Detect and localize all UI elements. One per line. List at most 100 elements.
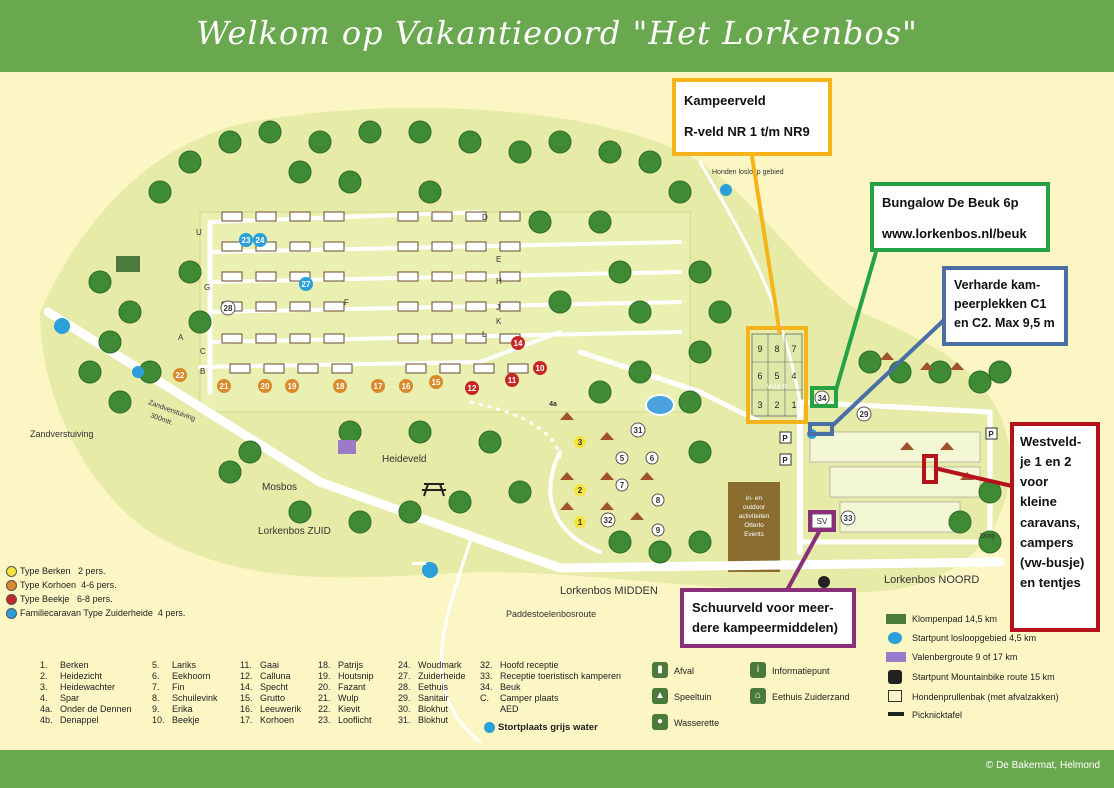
legend-type-korhoen: Type Korhoen 4-6 pers. xyxy=(20,580,117,590)
copyright-credit: © De Bakermat, Helmond xyxy=(985,760,1100,771)
legend-dot-berken xyxy=(6,566,17,577)
legend-name-number: 28. xyxy=(398,682,411,692)
stortplaats-dot xyxy=(484,722,495,733)
marker-21-label: 21 xyxy=(220,382,229,391)
marker-12-label: 12 xyxy=(468,384,477,393)
callout-bungalow-url[interactable]: www.lorkenbos.nl/beuk xyxy=(882,225,1027,241)
callout-bungalow: Bungalow De Beuk 6p www.lorkenbos.nl/beu… xyxy=(870,182,1050,252)
tree xyxy=(178,150,202,174)
callout-westveld-line7: (vw-busje) xyxy=(1020,554,1085,570)
houses xyxy=(221,211,974,520)
legend-name-number: 16. xyxy=(240,704,253,714)
tree xyxy=(648,540,672,564)
veld-r-pitch-5: 5 xyxy=(774,371,779,381)
callout-westveld-line5: caravans, xyxy=(1020,514,1080,530)
klompenpad-legend-icon xyxy=(886,614,906,624)
marker-15 xyxy=(429,375,443,389)
legend-type-zuiderheide: Familiecaravan Type Zuiderheide 4 pers. xyxy=(20,608,186,618)
callout-verhard-line1: Verharde kam- xyxy=(954,278,1041,292)
bungalow-house xyxy=(431,211,453,222)
callout-westveld-line8: en tentjes xyxy=(1020,574,1081,590)
legend-name-number: 32. xyxy=(480,660,493,670)
tree xyxy=(288,160,312,184)
lodge-house xyxy=(560,502,574,510)
label-dorp: Dorp xyxy=(980,533,995,540)
legend-name-number: 8. xyxy=(152,693,160,703)
connector-verhard xyxy=(830,318,946,428)
label-lorkenbos-zuid: Lorkenbos ZUID xyxy=(258,526,331,537)
bungalow-house xyxy=(263,363,285,374)
row-letter-e: E xyxy=(496,255,501,264)
activity-text-5: Events xyxy=(744,531,765,538)
legend-name-label: Fazant xyxy=(338,682,366,692)
marker-11 xyxy=(505,373,519,387)
bungalow-house xyxy=(397,271,419,282)
marker-27 xyxy=(299,277,313,291)
bungalow-house xyxy=(465,211,487,222)
tree xyxy=(598,140,622,164)
bungalow-house xyxy=(431,271,453,282)
marker-21 xyxy=(217,379,231,393)
row-letter-f: F xyxy=(344,298,349,307)
mountainbike-start-icon xyxy=(818,576,830,588)
row-letter-d: D xyxy=(482,213,488,222)
legend-name-number: 22. xyxy=(318,704,331,714)
marker-17 xyxy=(371,379,385,393)
legend-route-losloop: Startpunt losloopgebied 4,5 km xyxy=(912,633,1037,643)
marker-18 xyxy=(333,379,347,393)
veld-r-pitch-1: 1 xyxy=(791,400,796,410)
callout-verhard: Verharde kam- peerplekken C1 en C2. Max … xyxy=(942,266,1068,346)
marker-8 xyxy=(651,493,665,507)
marker-19-label: 19 xyxy=(288,382,297,391)
legend-name-label: Camper plaats xyxy=(500,693,559,703)
legend-name-label: Blokhut xyxy=(418,704,449,714)
legend-name-number: 20. xyxy=(318,682,331,692)
row-letter-c: C xyxy=(200,347,206,356)
legend-name-number: 12. xyxy=(240,671,253,681)
tree xyxy=(688,340,712,364)
lodge-house xyxy=(600,472,614,480)
marker-18-label: 18 xyxy=(336,382,345,391)
legend-speeltuin: Speeltuin xyxy=(674,692,712,702)
connector-kampeerveld xyxy=(750,155,782,335)
parking-icon xyxy=(779,453,792,466)
callout-westveld-line6: campers xyxy=(1020,534,1074,550)
legend-afval: Afval xyxy=(674,666,695,676)
road-east xyxy=(577,349,763,425)
lodge-house xyxy=(920,362,934,370)
lodge-house xyxy=(900,442,914,450)
tree xyxy=(88,270,112,294)
parking-label: P xyxy=(988,430,994,439)
roads xyxy=(43,160,1005,744)
tree xyxy=(968,370,992,394)
speeltuin-icon: ▲ xyxy=(652,688,668,704)
tree xyxy=(508,480,532,504)
legend-type-berken: Type Berken 2 pers. xyxy=(20,566,106,576)
tree xyxy=(418,180,442,204)
label-paddestoelenbosroute: Paddestoelenbosroute xyxy=(506,609,596,619)
legend-name-number: 34. xyxy=(480,682,493,692)
veld-r-pitch-8: 8 xyxy=(774,344,779,354)
lodge-house xyxy=(600,432,614,440)
tree xyxy=(398,500,422,524)
legend-dot-zuiderheide xyxy=(6,608,17,619)
highlight-bungalow xyxy=(810,386,838,408)
tree xyxy=(408,420,432,444)
legend-name-label: Calluna xyxy=(260,671,291,681)
bungalow-house xyxy=(465,241,487,252)
legend-name-number: C. xyxy=(480,693,489,703)
legend-name-number: 7. xyxy=(152,682,160,692)
marker-2-label: 2 xyxy=(578,486,583,495)
paw-legend-icon xyxy=(888,632,902,644)
label-zandverstuiving: Zandverstuiving xyxy=(30,429,94,439)
callout-kampeerveld: Kampeerveld R-veld NR 1 t/m NR9 xyxy=(672,78,832,156)
callout-westveld-line1: Westveld- xyxy=(1020,434,1082,449)
activity-text-2: outdoor xyxy=(743,504,766,511)
marker-15-label: 15 xyxy=(432,378,441,387)
veld-r-pitch-6: 6 xyxy=(757,371,762,381)
marker-20 xyxy=(258,379,272,393)
callout-westveld-line3: voor xyxy=(1020,474,1049,490)
marker-2 xyxy=(574,484,586,496)
bungalow-house xyxy=(397,333,419,344)
legend-name-label: Wulp xyxy=(338,693,359,703)
